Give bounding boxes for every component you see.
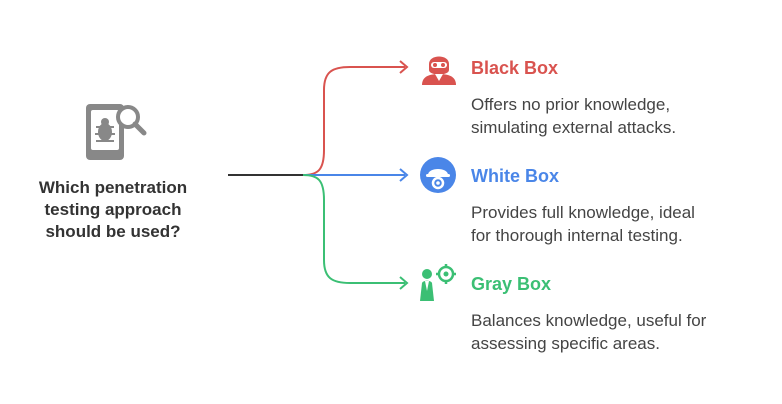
white-box-desc-line-2: for thorough internal testing. [471,226,683,245]
black-box-desc-line-2: simulating external attacks. [471,118,677,137]
white-box-description: Provides full knowledge, ideal for thoro… [471,201,771,247]
branch-black-box [302,66,405,176]
arrow-black-box [399,60,409,74]
gray-box-title: Gray Box [471,274,552,294]
white-box-desc-line-1: Provides full knowledge, ideal [471,203,695,222]
target-person-icon [418,263,458,303]
black-box-desc-line-1: Offers no prior knowledge, [471,95,671,114]
branch-gray-box [302,174,405,284]
black-box-title: Black Box [471,58,559,78]
arrow-gray-box [399,276,409,290]
gray-box-desc-line-2: assessing specific areas. [471,334,660,353]
question-line-2: testing approach [44,200,182,219]
worker-helmet-icon [420,157,456,193]
black-box-description: Offers no prior knowledge, simulating ex… [471,93,771,139]
question-text: Which penetration testing approach shoul… [20,177,206,243]
bug-search-icon [82,100,148,164]
white-box-title: White Box [471,166,559,186]
question-line-1: Which penetration [38,178,188,197]
gray-box-desc-line-1: Balances knowledge, useful for [471,311,707,330]
arrow-white-box [399,168,409,182]
question-line-3: should be used? [45,222,181,241]
gray-box-description: Balances knowledge, useful for assessing… [471,309,771,355]
hacker-icon [420,48,458,86]
